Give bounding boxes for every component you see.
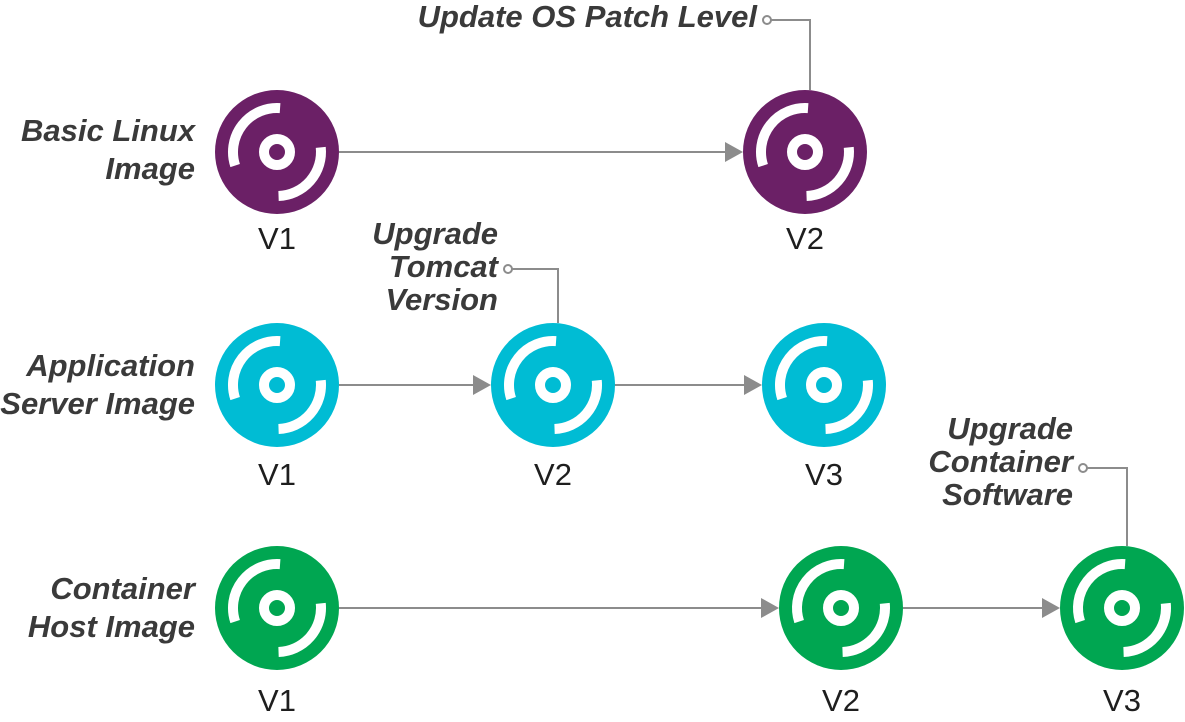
annotation-connector <box>1087 467 1128 546</box>
disc-arc <box>775 336 828 401</box>
disc-icon[interactable] <box>215 323 339 447</box>
disc-icon[interactable] <box>762 323 886 447</box>
disc-arc <box>278 602 326 657</box>
version-label: V3 <box>805 457 843 492</box>
disc-icon[interactable] <box>743 90 867 214</box>
disc-arc <box>842 602 890 657</box>
annotation-basic-linux-v2: Update OS Patch Level <box>418 0 757 33</box>
disc-arc <box>1123 602 1171 657</box>
disc-arc <box>278 379 326 434</box>
disc-arc <box>825 379 873 434</box>
disc-icon[interactable] <box>215 90 339 214</box>
version-label: V3 <box>1103 683 1141 718</box>
annotation-connector <box>771 19 811 90</box>
annotation-line: Version <box>385 282 498 317</box>
annotation-dot <box>503 264 513 274</box>
disc-hub <box>823 590 859 626</box>
row-label-line: Image <box>105 151 195 186</box>
disc-arc <box>792 559 845 624</box>
disc-hub <box>787 134 823 170</box>
disc-icon[interactable] <box>1060 546 1184 670</box>
disc-arc <box>806 146 854 201</box>
disc-icon[interactable] <box>779 546 903 670</box>
row-label-line: Host Image <box>27 609 195 644</box>
disc-arc <box>756 103 809 168</box>
row-label-line: Container <box>50 571 195 606</box>
version-arrow-head <box>761 598 779 618</box>
annotation-connector <box>512 268 559 323</box>
version-label: V2 <box>822 683 860 718</box>
disc-arc <box>228 336 281 401</box>
version-label: V1 <box>258 683 296 718</box>
version-label: V2 <box>534 457 572 492</box>
annotation-line: Software <box>942 477 1073 512</box>
version-label: V1 <box>258 457 296 492</box>
disc-hub <box>1104 590 1140 626</box>
row-label-line: Server Image <box>0 386 195 421</box>
row-label-line: Application <box>26 348 195 383</box>
annotation-line: Tomcat <box>388 249 498 284</box>
disc-hub <box>259 134 295 170</box>
annotation-line: Upgrade <box>372 216 498 251</box>
version-label: V2 <box>786 221 824 256</box>
annotation-line: Upgrade <box>947 411 1073 446</box>
disc-arc <box>1073 559 1126 624</box>
disc-icon[interactable] <box>491 323 615 447</box>
disc-arc <box>228 559 281 624</box>
annotation-dot <box>762 15 772 25</box>
version-arrow-head <box>1042 598 1060 618</box>
disc-icon[interactable] <box>215 546 339 670</box>
annotation-line: Update OS Patch Level <box>417 0 757 34</box>
row-label-line: Basic Linux <box>21 113 195 148</box>
version-arrow-head <box>725 142 743 162</box>
disc-hub <box>535 367 571 403</box>
annotation-dot <box>1078 463 1088 473</box>
version-arrow-head <box>473 375 491 395</box>
disc-hub <box>259 367 295 403</box>
version-arrow-head <box>744 375 762 395</box>
disc-arc <box>504 336 557 401</box>
disc-hub <box>806 367 842 403</box>
disc-arc <box>228 103 281 168</box>
annotation-line: Container <box>928 444 1073 479</box>
disc-arc <box>554 379 602 434</box>
disc-hub <box>259 590 295 626</box>
version-label: V1 <box>258 221 296 256</box>
disc-arc <box>278 146 326 201</box>
